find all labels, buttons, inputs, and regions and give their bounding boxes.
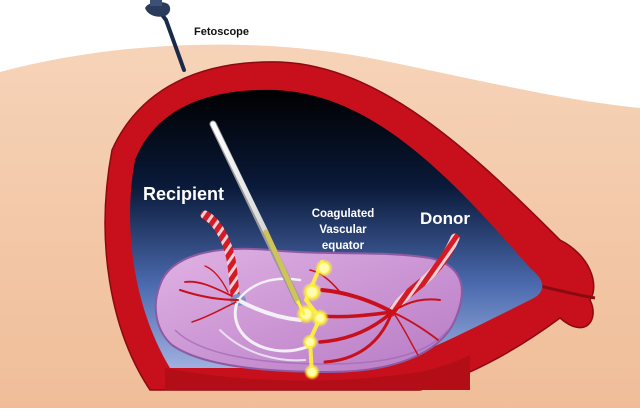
fetoscope	[145, 0, 306, 316]
recipient-vessels	[179, 265, 314, 362]
recipient-label: Recipient	[143, 184, 225, 204]
donor-cord	[387, 233, 460, 317]
coagulated-vascular-equator-label: Coagulated Vascular equator	[300, 206, 386, 254]
placenta-inner-edge	[174, 329, 449, 365]
coagulated-label-line-1: Coagulated	[311, 208, 375, 220]
coagulated-label-line-2: Vascular	[319, 224, 367, 236]
recipient-cord	[200, 210, 241, 305]
uterine-lining	[165, 355, 470, 390]
donor-label: Donor	[420, 209, 471, 228]
fetoscope-label: Fetoscope	[194, 26, 250, 38]
coagulated-vascular-equator	[296, 259, 333, 380]
coagulated-label-line-3: equator	[321, 240, 365, 252]
